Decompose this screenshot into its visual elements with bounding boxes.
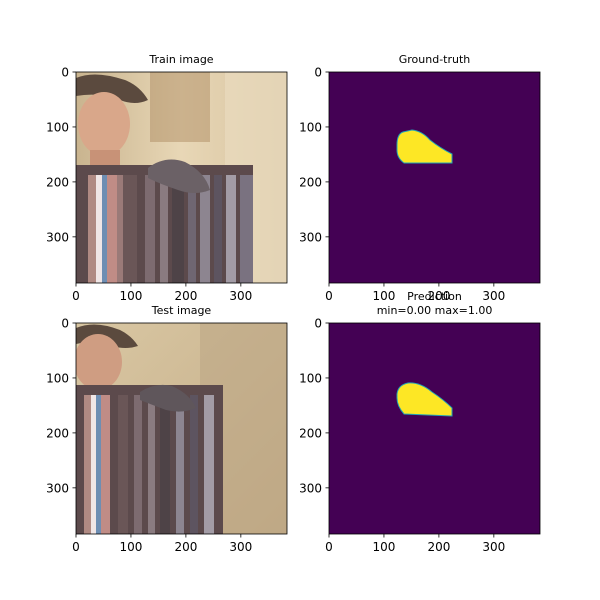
mask-background xyxy=(329,72,540,283)
person-face xyxy=(78,92,130,156)
bird-body xyxy=(148,159,210,193)
x-tick-label: 300 xyxy=(229,540,252,554)
person-face xyxy=(76,334,122,390)
mask-background xyxy=(329,323,540,534)
photo-wall-dark xyxy=(150,72,210,142)
panel-title: Ground-truth xyxy=(399,53,471,66)
x-tick-label: 0 xyxy=(72,289,80,303)
panel-ground-truth xyxy=(329,72,540,283)
axes-0: 0 100 200 300 0 100 200 300 Train image xyxy=(46,53,288,303)
x-tick-label: 300 xyxy=(482,289,505,303)
x-tick-label: 300 xyxy=(482,540,505,554)
y-tick-label: 100 xyxy=(299,120,322,134)
x-tick-label: 0 xyxy=(325,540,333,554)
panel-title: Test image xyxy=(151,304,212,317)
y-tick-label: 100 xyxy=(299,371,322,385)
panel-title: min=0.00 max=1.00 xyxy=(377,304,493,317)
panel-train-image xyxy=(76,72,287,283)
x-tick-label: 100 xyxy=(372,540,395,554)
axes-frame xyxy=(75,322,288,535)
y-tick-label: 0 xyxy=(314,317,322,331)
streaked-torso xyxy=(76,385,223,534)
person-hat xyxy=(76,74,148,103)
panel-title: Train image xyxy=(148,53,213,66)
y-tick-label: 200 xyxy=(299,175,322,189)
axes-frame xyxy=(328,322,541,535)
x-tick-label: 100 xyxy=(119,289,142,303)
axes-frame xyxy=(75,71,288,284)
y-tick-label: 100 xyxy=(46,371,69,385)
y-tick-label: 0 xyxy=(61,317,69,331)
y-tick-label: 300 xyxy=(299,230,322,244)
y-tick-label: 0 xyxy=(61,66,69,80)
x-tick-label: 200 xyxy=(427,540,450,554)
panel-prediction xyxy=(329,323,540,534)
y-tick-label: 200 xyxy=(46,426,69,440)
x-tick-label: 100 xyxy=(119,540,142,554)
y-tick-label: 300 xyxy=(46,230,69,244)
x-tick-label: 200 xyxy=(427,289,450,303)
y-tick-label: 300 xyxy=(46,481,69,495)
x-tick-label: 100 xyxy=(372,289,395,303)
y-tick-label: 100 xyxy=(46,120,69,134)
y-tick-label: 200 xyxy=(46,175,69,189)
bird-body xyxy=(140,384,196,412)
x-tick-label: 0 xyxy=(325,289,333,303)
x-tick-label: 200 xyxy=(174,289,197,303)
x-tick-label: 0 xyxy=(72,540,80,554)
axes-layer: 0 100 200 300 0 100 200 300 Train image 0 100 200 30… xyxy=(46,53,541,554)
y-tick-label: 200 xyxy=(299,426,322,440)
prediction-mask-region xyxy=(396,382,453,417)
axes-frame xyxy=(328,71,541,284)
axes-1: 0 100 200 300 0 100 200 300 Ground-truth xyxy=(299,53,541,303)
x-tick-label: 300 xyxy=(229,289,252,303)
y-tick-label: 0 xyxy=(314,66,322,80)
ground-truth-mask-region xyxy=(396,129,453,164)
y-tick-label: 300 xyxy=(299,481,322,495)
x-tick-label: 200 xyxy=(174,540,197,554)
axes-2: 0 100 200 300 0 100 200 300 Test image xyxy=(46,304,288,554)
panel-title: Prediction xyxy=(407,290,462,303)
panel-test-image xyxy=(76,323,287,534)
